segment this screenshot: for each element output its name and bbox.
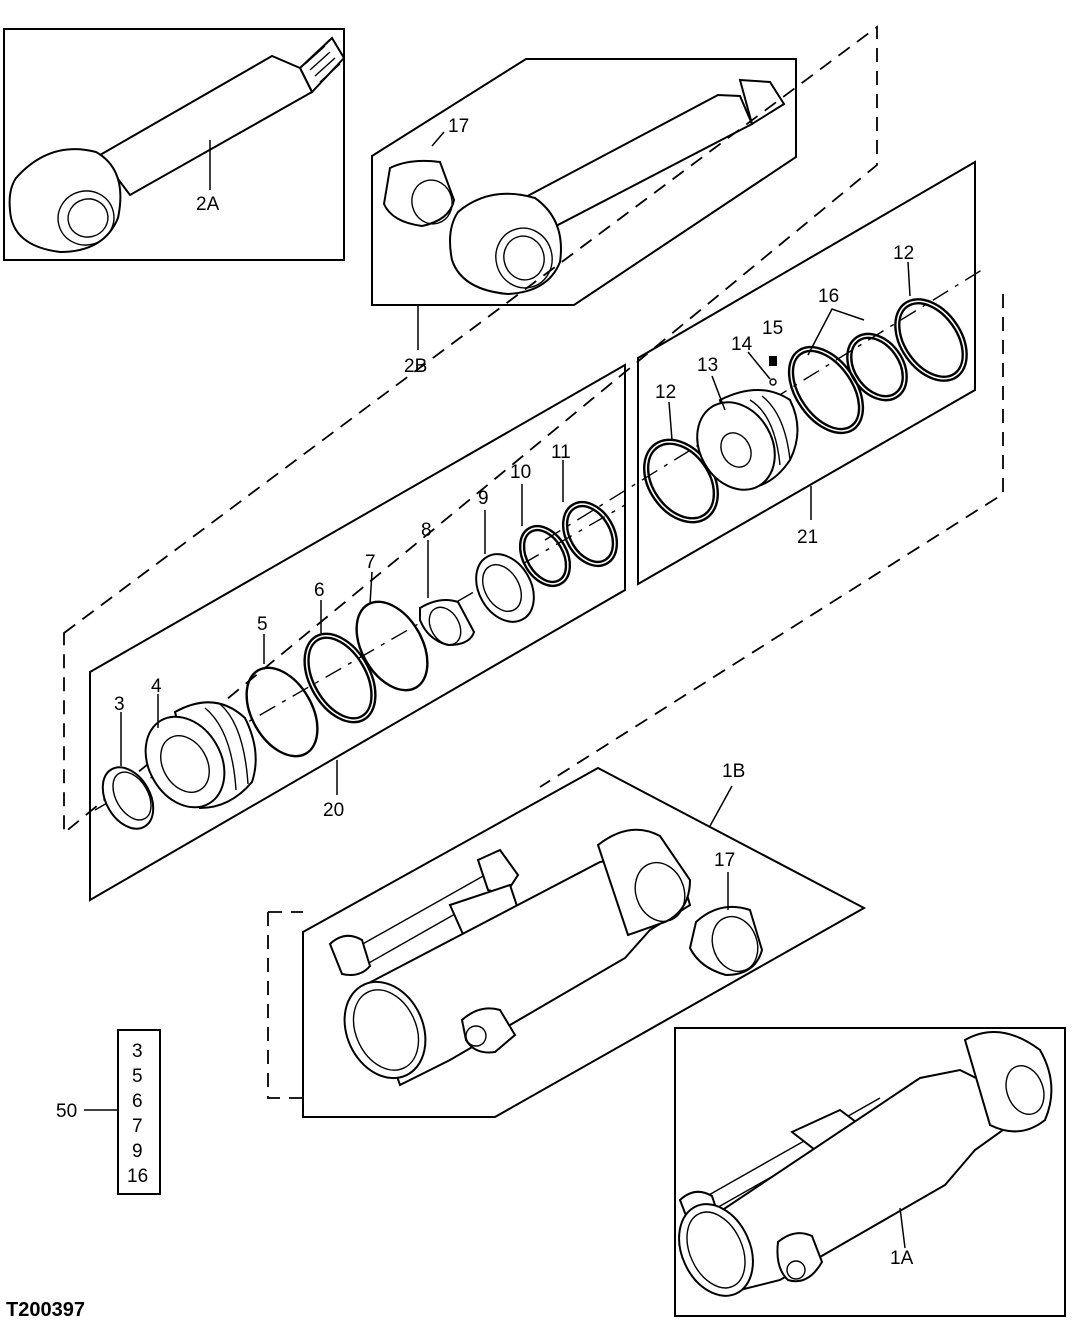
centerline-gland	[94, 504, 626, 811]
callout-11: 11	[551, 442, 571, 463]
kit-item: 6	[132, 1091, 143, 1112]
kit-list-box	[117, 1029, 161, 1195]
callout-4: 4	[151, 676, 162, 697]
rod-seal-9	[475, 553, 535, 623]
backup-ring-6	[303, 632, 377, 724]
callout-7: 7	[365, 552, 376, 573]
wiper-3	[101, 766, 155, 830]
centerline-piston	[544, 267, 986, 541]
rod-2a-frame	[3, 28, 345, 261]
rod-2a-group: 2A	[3, 28, 346, 261]
leader-12-right	[907, 261, 911, 297]
callout-13: 13	[697, 355, 718, 376]
seal-kit-dashed-outline	[63, 25, 878, 835]
callout-5: 5	[257, 614, 268, 635]
piston-group-21: 12 13 14 15 16 12 21	[544, 160, 986, 586]
kit-item: 16	[127, 1166, 148, 1187]
figure-id: T200397	[6, 1299, 85, 1321]
barrel-group-1b: 17 1B	[267, 761, 867, 1118]
seal-16-small	[846, 332, 908, 402]
rod-2b-group: 17 2B	[371, 58, 797, 377]
barrel-1b-part	[328, 828, 692, 1087]
callout-1b: 1B	[722, 761, 745, 782]
leader-1b	[709, 785, 733, 827]
bushing-8	[419, 599, 476, 647]
callout-50: 50	[56, 1101, 77, 1122]
callout-2a: 2A	[196, 194, 220, 215]
callout-12-left: 12	[655, 382, 676, 403]
leader-16	[807, 308, 865, 356]
piston-21-frame	[637, 160, 976, 586]
snap-ring-11	[561, 501, 619, 567]
callout-1a: 1A	[890, 1248, 914, 1269]
callout-8: 8	[421, 520, 432, 541]
callout-17-lower: 17	[714, 850, 735, 871]
bushing-17-lower	[688, 906, 764, 977]
callout-6: 6	[314, 580, 325, 601]
snap-ring-12-right	[894, 298, 968, 382]
bushing-17-upper	[382, 159, 456, 228]
callout-2b: 2B	[404, 356, 427, 377]
kit-item: 9	[132, 1141, 143, 1162]
gland-20-frame	[89, 363, 626, 902]
piston-kit-dashed-outline	[539, 294, 1004, 788]
barrel-1b-frame	[302, 766, 867, 1118]
leader-1a	[899, 1207, 906, 1249]
seal-kit-50-list: 50 3 5 6 7 9 16	[56, 1029, 161, 1195]
leader-13	[711, 375, 726, 411]
o-ring-5	[245, 666, 319, 758]
callout-15: 15	[762, 318, 783, 339]
set-screw-14	[769, 378, 777, 386]
callout-21: 21	[797, 527, 818, 548]
callout-14: 14	[731, 334, 753, 355]
rod-2b-part	[449, 78, 786, 296]
callout-20: 20	[323, 800, 344, 821]
piston-13	[696, 389, 799, 491]
barrel-1a-part	[678, 1031, 1053, 1297]
kit-item: 5	[132, 1066, 143, 1087]
gland-4	[144, 701, 257, 810]
callout-16: 16	[818, 286, 839, 307]
gland-group-20: 3 4 5 6 7 8 9 10 11 20	[89, 363, 626, 902]
ball-15	[769, 356, 777, 366]
barrel-1a-frame	[674, 1027, 1066, 1317]
callout-3: 3	[114, 694, 125, 715]
barrel-group-1a: 1A	[674, 1027, 1066, 1317]
barrel-1b-dashed-outline	[267, 911, 303, 1099]
kit-item: 3	[132, 1041, 143, 1062]
backup-ring-10	[518, 524, 572, 588]
callout-17-upper: 17	[448, 116, 469, 137]
leader-14	[747, 351, 771, 380]
callout-12-right: 12	[893, 243, 914, 264]
rod-2b-frame	[371, 58, 797, 306]
leader-12-left	[668, 401, 673, 441]
leader-7	[369, 571, 373, 605]
kit-item: 7	[132, 1116, 143, 1137]
leader-17-upper	[431, 131, 445, 147]
rod-2a-part	[8, 36, 346, 254]
o-ring-7	[355, 600, 429, 692]
callout-10: 10	[510, 462, 531, 483]
callout-9: 9	[478, 488, 489, 509]
